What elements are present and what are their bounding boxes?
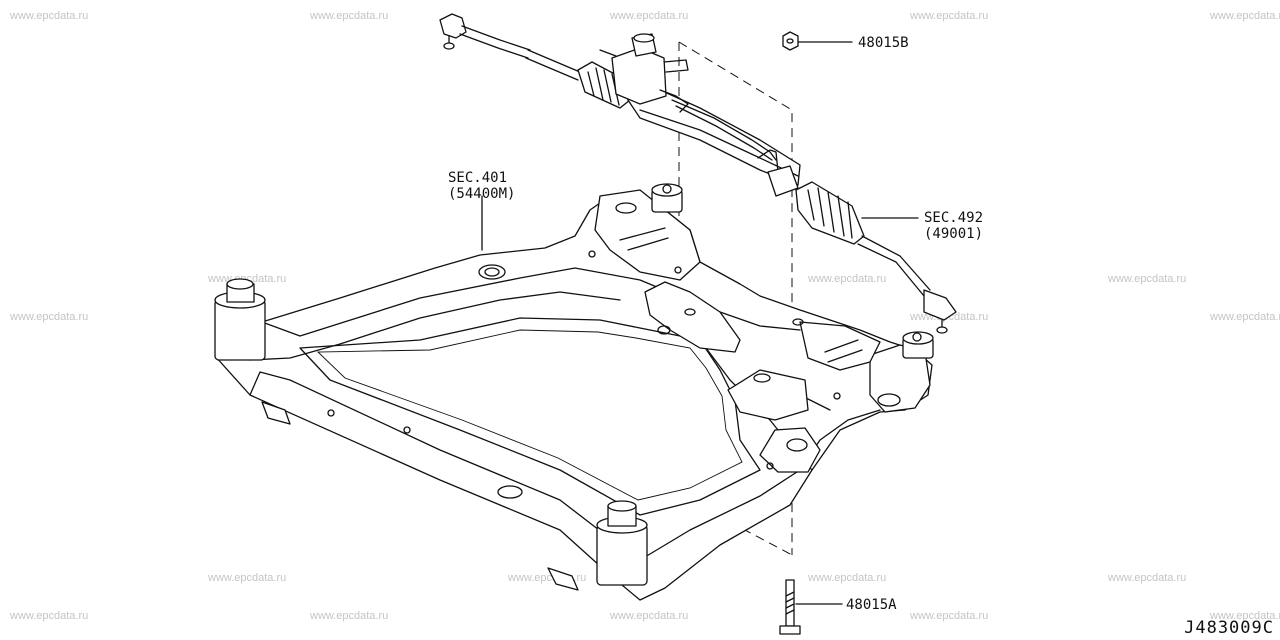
watermark: www.epcdata.ru (1210, 10, 1280, 22)
watermark: www.epcdata.ru (610, 610, 689, 622)
front-left-mount-bushing (214, 278, 266, 361)
steering-gear-assembly (439, 13, 957, 334)
label-48015a[interactable]: 48015A (846, 597, 897, 613)
watermark: www.epcdata.ru (208, 572, 287, 584)
watermark: www.epcdata.ru (1108, 273, 1187, 285)
bolt-48015a (779, 579, 801, 635)
rear-right-mount-bushing (902, 331, 934, 359)
watermark: www.epcdata.ru (808, 572, 887, 584)
front-suspension-member (214, 189, 933, 601)
watermark: www.epcdata.ru (1108, 572, 1187, 584)
watermark: www.epcdata.ru (910, 610, 989, 622)
label-48015b[interactable]: 48015B (858, 35, 909, 51)
watermark: www.epcdata.ru (910, 10, 989, 22)
label-sec492-code[interactable]: (49001) (924, 226, 984, 242)
rear-left-mount-bushing (596, 500, 648, 586)
watermark: www.epcdata.ru (10, 610, 89, 622)
watermark: www.epcdata.ru (310, 10, 389, 22)
watermark: www.epcdata.ru (808, 273, 887, 285)
watermark: www.epcdata.ru (1210, 610, 1280, 622)
leader-lines (481, 41, 919, 605)
watermark: www.epcdata.ru (610, 10, 689, 22)
label-sec401-code[interactable]: (54400M) (448, 186, 516, 202)
label-sec401[interactable]: SEC.401 (448, 170, 508, 186)
watermark: www.epcdata.ru (10, 311, 89, 323)
front-right-mount-bushing (651, 183, 683, 213)
label-sec492[interactable]: SEC.492 (924, 210, 984, 226)
diagram-code: J483009C (1184, 618, 1274, 638)
watermark: www.epcdata.ru (10, 10, 89, 22)
nut-48015b (782, 31, 799, 51)
watermark: www.epcdata.ru (1210, 311, 1280, 323)
watermark: www.epcdata.ru (310, 610, 389, 622)
